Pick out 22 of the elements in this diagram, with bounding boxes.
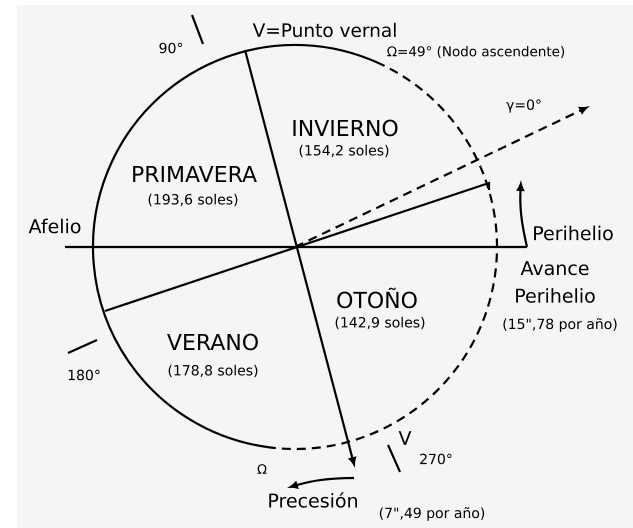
day-count: (154,2 soles) [300, 144, 388, 158]
node-symbol: Ω [258, 464, 266, 474]
season-name: PRIMAVERA [133, 166, 257, 182]
angle-label: 270° [420, 454, 452, 464]
rate-label: (15",78 por año) [503, 318, 617, 332]
season-name: VERANO [167, 334, 258, 350]
angle-label: 90° [159, 42, 182, 54]
point-label: V=Punto vernal [252, 22, 396, 38]
point-label: Afelio [28, 218, 80, 234]
season-name: INVIERNO [293, 120, 398, 136]
angle-label: 180° [68, 370, 100, 380]
season-name: OTOÑO [337, 288, 417, 308]
day-count: (178,8 soles) [168, 364, 258, 378]
angle-label: γ=0° [506, 99, 541, 113]
node-label: Ω=49° (Nodo ascendente) [387, 46, 564, 58]
precession-label: Precesión [269, 492, 357, 508]
rate-label: (7",49 por año) [380, 507, 484, 521]
advance-label: Avance Perihelio [516, 261, 595, 303]
day-count: (142,9 soles) [336, 316, 424, 330]
point-label: V [398, 431, 412, 445]
point-label: Perihelio [534, 226, 613, 240]
day-count: (193,6 soles) [148, 194, 238, 206]
